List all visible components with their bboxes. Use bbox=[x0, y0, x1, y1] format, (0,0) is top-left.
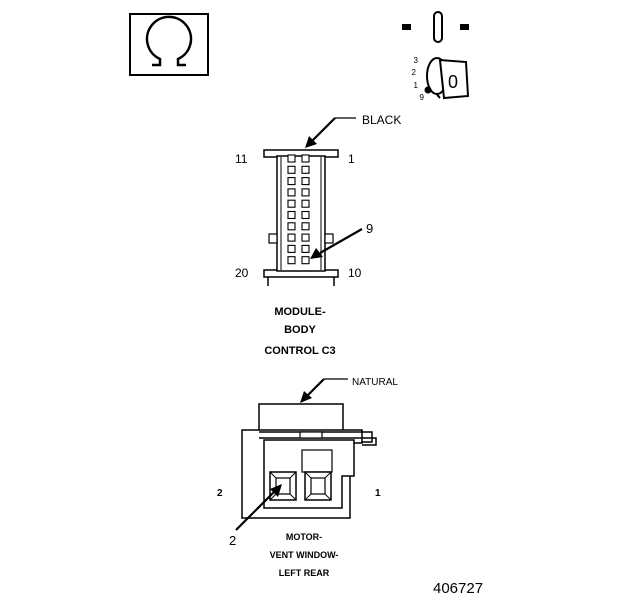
c3-pin-cavity bbox=[287, 188, 296, 197]
ignition-position-dot bbox=[424, 86, 432, 94]
c3-pin-cavity bbox=[301, 199, 310, 208]
motor-pin-label-1: 1 bbox=[375, 488, 381, 499]
ignition-off-mark bbox=[402, 24, 411, 30]
ignition-pos-3: 3 bbox=[414, 56, 419, 65]
connector-c3-name-line-2: BODY bbox=[284, 324, 316, 336]
c3-pin-cavity bbox=[287, 233, 296, 242]
connector-motor-callout-pin: 2 bbox=[229, 533, 236, 548]
c3-pin-cavity bbox=[287, 244, 296, 253]
c3-pin-cavity bbox=[287, 165, 296, 174]
motor-pin-label-2: 2 bbox=[217, 488, 223, 499]
c3-pin-cavity bbox=[287, 222, 296, 231]
c3-pin-cavity bbox=[301, 165, 310, 174]
ohm-meter-icon bbox=[129, 13, 209, 76]
callout-arrowhead bbox=[270, 484, 282, 497]
c3-pin-cavity bbox=[287, 210, 296, 220]
connector-c3-pins bbox=[287, 154, 310, 265]
c3-pin-cavity bbox=[301, 188, 310, 197]
c3-pin-cavity bbox=[287, 256, 296, 265]
c3-pin-cavity bbox=[287, 177, 296, 186]
connector-motor-color-callout: NATURAL bbox=[300, 377, 398, 403]
connector-c3-pin-callout: 9 bbox=[310, 221, 373, 259]
c3-pin-cavity bbox=[287, 154, 296, 163]
motor-terminal-1 bbox=[304, 471, 332, 501]
c3-pin-cavity bbox=[301, 177, 310, 186]
connector-motor-color-label: NATURAL bbox=[352, 377, 398, 388]
connector-c3-color-label: BLACK bbox=[362, 113, 401, 127]
callout-arrowhead bbox=[310, 248, 323, 259]
connector-c3-body bbox=[263, 149, 339, 286]
connector-motor-name-line-1: MOTOR- bbox=[286, 532, 322, 542]
connector-c3: BLACK 11 1 20 10 9 MODULE- BODY CONTROL … bbox=[235, 113, 401, 357]
c3-pin-cavity bbox=[301, 154, 310, 163]
ignition-on-mark bbox=[460, 24, 469, 30]
connector-motor-name-line-2: VENT WINDOW- bbox=[270, 550, 339, 560]
ignition-slot-icon bbox=[433, 11, 443, 43]
connector-c3-color-callout: BLACK bbox=[305, 113, 401, 148]
connector-motor-body bbox=[241, 403, 377, 519]
ignition-key-label: 0 bbox=[448, 72, 458, 92]
connector-c3-name-line-1: MODULE- bbox=[274, 306, 326, 318]
c3-pin-label-10: 10 bbox=[348, 266, 362, 280]
motor-terminal-2 bbox=[269, 471, 297, 501]
ignition-key-icon bbox=[424, 57, 470, 100]
callout-arrowhead bbox=[305, 136, 317, 148]
connector-motor-pin-callout: 2 bbox=[229, 484, 282, 548]
ignition-pos-9: 9 bbox=[420, 93, 425, 102]
ignition-indicator: 3 2 1 9 0 bbox=[402, 11, 470, 102]
c3-pin-cavity bbox=[287, 199, 296, 208]
connector-c3-callout-pin: 9 bbox=[366, 221, 373, 236]
c3-pin-label-1: 1 bbox=[348, 152, 355, 166]
connector-c3-name-line-3: CONTROL C3 bbox=[264, 345, 335, 357]
c3-pin-label-20: 20 bbox=[235, 266, 249, 280]
ignition-pos-1: 1 bbox=[414, 81, 419, 90]
ignition-pos-2: 2 bbox=[412, 68, 417, 77]
c3-pin-label-11: 11 bbox=[235, 152, 248, 166]
callout-arrowhead bbox=[300, 391, 312, 403]
c3-pin-cavity bbox=[301, 256, 310, 265]
c3-pin-cavity bbox=[301, 233, 310, 242]
connector-motor-name-line-3: LEFT REAR bbox=[279, 568, 330, 578]
c3-pin-cavity bbox=[301, 222, 310, 231]
c3-pin-cavity bbox=[301, 210, 310, 220]
c3-pin-cavity bbox=[301, 244, 310, 253]
connector-motor: NATURAL 2 1 bbox=[217, 377, 398, 578]
figure-number: 406727 bbox=[433, 580, 483, 597]
